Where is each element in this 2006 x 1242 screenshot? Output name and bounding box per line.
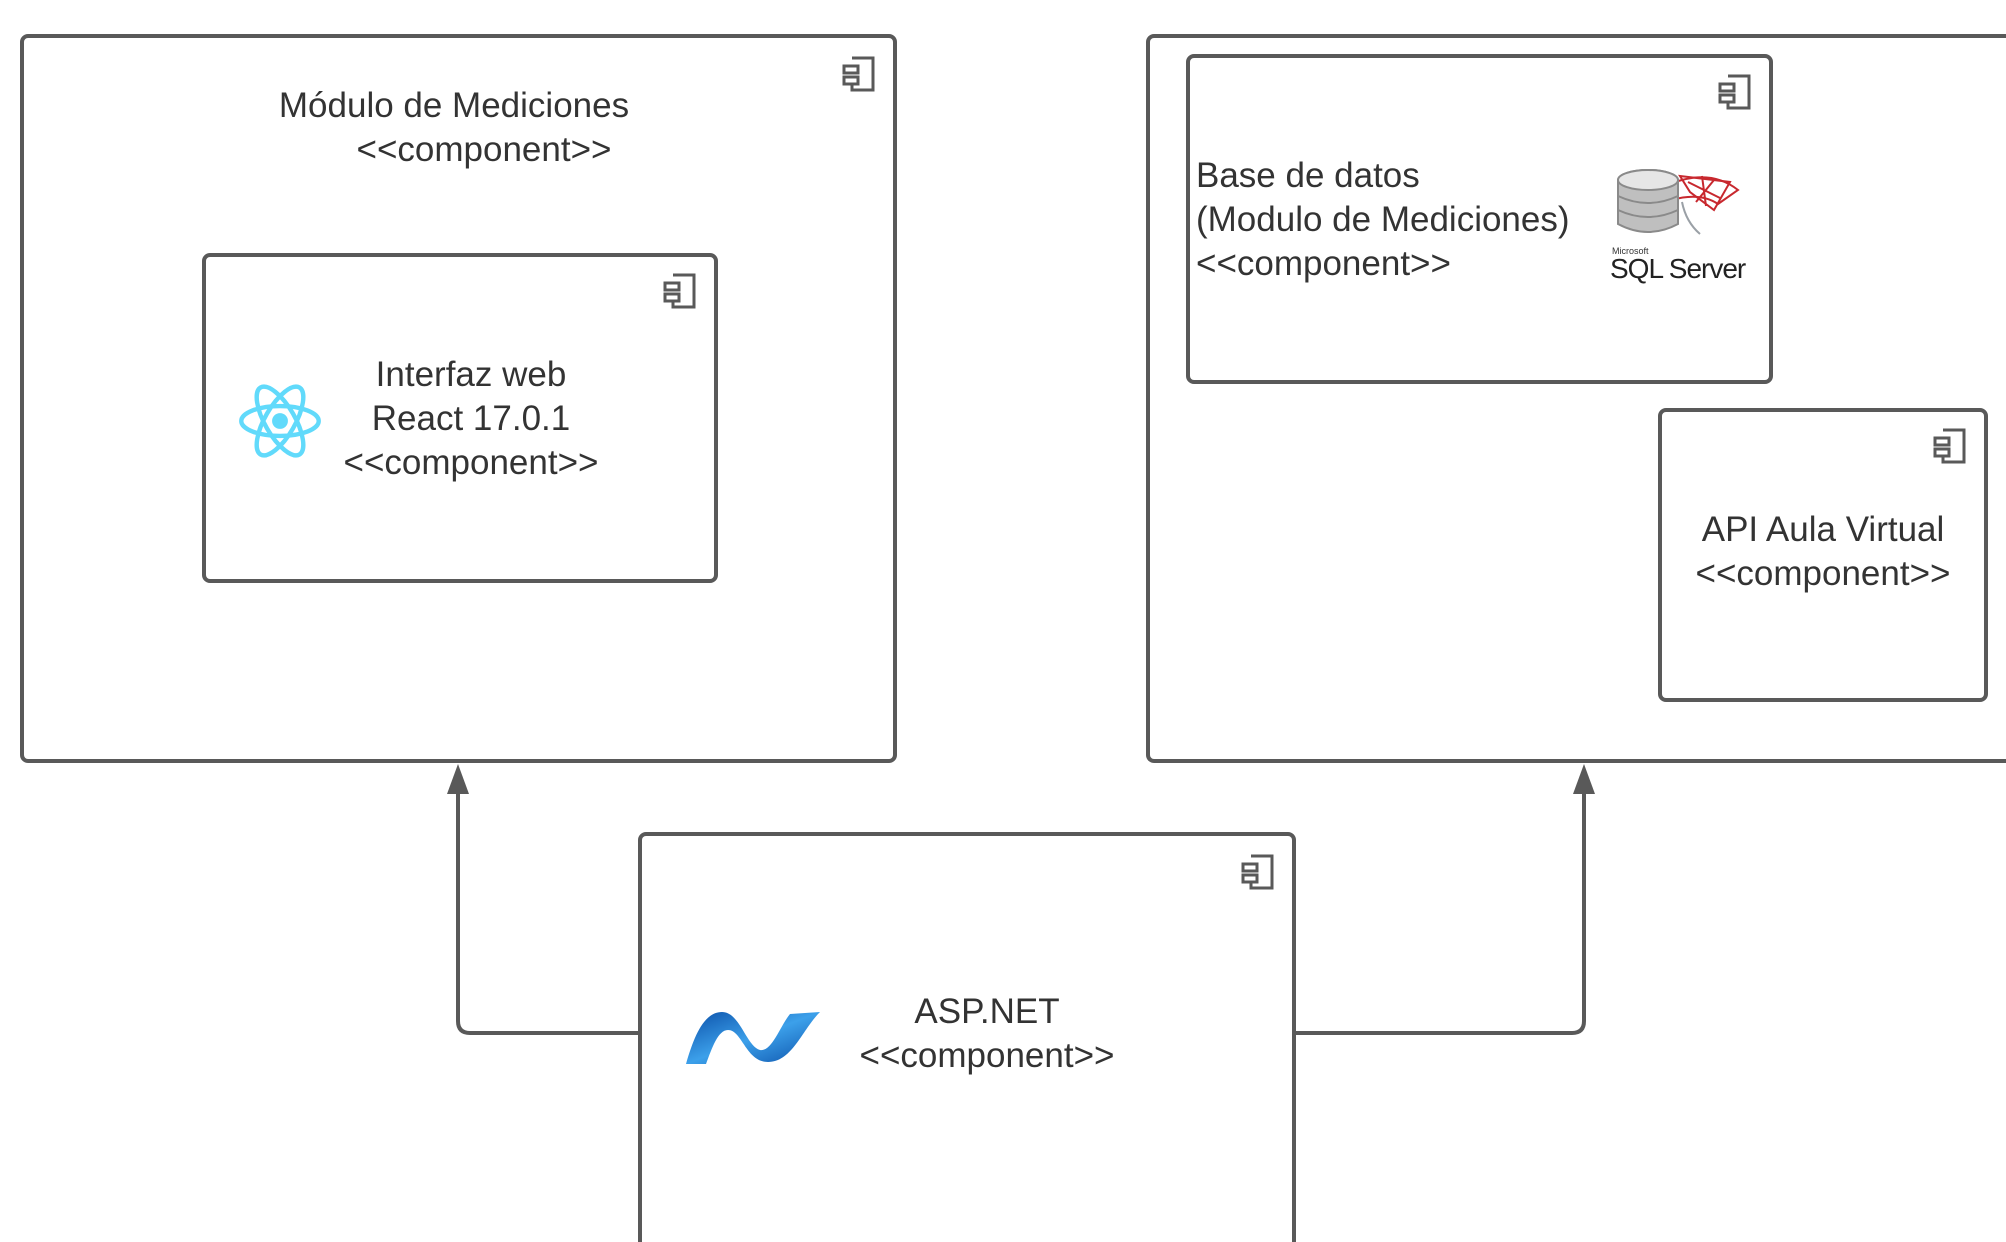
connectors xyxy=(447,764,1595,1035)
basedatos-line2: (Modulo de Mediciones) xyxy=(1196,200,1570,239)
sql-server-logo-icon: Microsoft SQL Server xyxy=(1610,162,1760,284)
aspnet-title: ASP.NET xyxy=(914,992,1060,1031)
interfaz-line2: React 17.0.1 xyxy=(371,399,571,438)
uml-component-icon xyxy=(842,56,875,92)
modulo-mediciones-component[interactable]: Módulo de Mediciones <<component>> Inter… xyxy=(20,34,897,763)
arrow-aspnet-to-modulo xyxy=(447,764,640,1035)
arrow-aspnet-to-server xyxy=(1294,764,1595,1035)
basedatos-line1: Base de datos xyxy=(1196,156,1420,195)
uml-component-icon xyxy=(1718,74,1751,110)
aspnet-stereotype: <<component>> xyxy=(859,1036,1115,1075)
uml-component-icon xyxy=(1241,854,1274,890)
modulo-title: Módulo de Mediciones xyxy=(278,86,630,125)
base-de-datos-component[interactable]: Base de datos (Modulo de Mediciones) <<c… xyxy=(1186,54,1773,384)
basedatos-stereotype: <<component>> xyxy=(1196,244,1451,283)
api-line1: API Aula Virtual xyxy=(1701,510,1945,549)
api-aula-virtual-component[interactable]: API Aula Virtual <<component>> xyxy=(1658,408,1988,702)
uml-component-icon xyxy=(1933,428,1966,464)
uml-component-icon xyxy=(663,273,696,309)
sql-logo-text: SQL Server xyxy=(1610,253,1746,284)
interfaz-web-component[interactable]: Interfaz web React 17.0.1 <<component>> xyxy=(202,253,718,583)
interfaz-stereotype: <<component>> xyxy=(343,443,599,482)
server-component[interactable]: Base de datos (Modulo de Mediciones) <<c… xyxy=(1146,34,2006,763)
dotnet-logo-icon xyxy=(686,1012,820,1064)
sql-logo-small: Microsoft xyxy=(1612,246,1649,256)
react-logo-icon xyxy=(239,384,321,458)
api-stereotype: <<component>> xyxy=(1695,554,1951,593)
interfaz-line1: Interfaz web xyxy=(375,355,567,394)
component-diagram: Módulo de Mediciones <<component>> Inter… xyxy=(20,34,2006,1242)
modulo-stereotype: <<component>> xyxy=(356,130,612,169)
aspnet-component[interactable]: ASP.NET <<component>> xyxy=(638,832,1296,1242)
